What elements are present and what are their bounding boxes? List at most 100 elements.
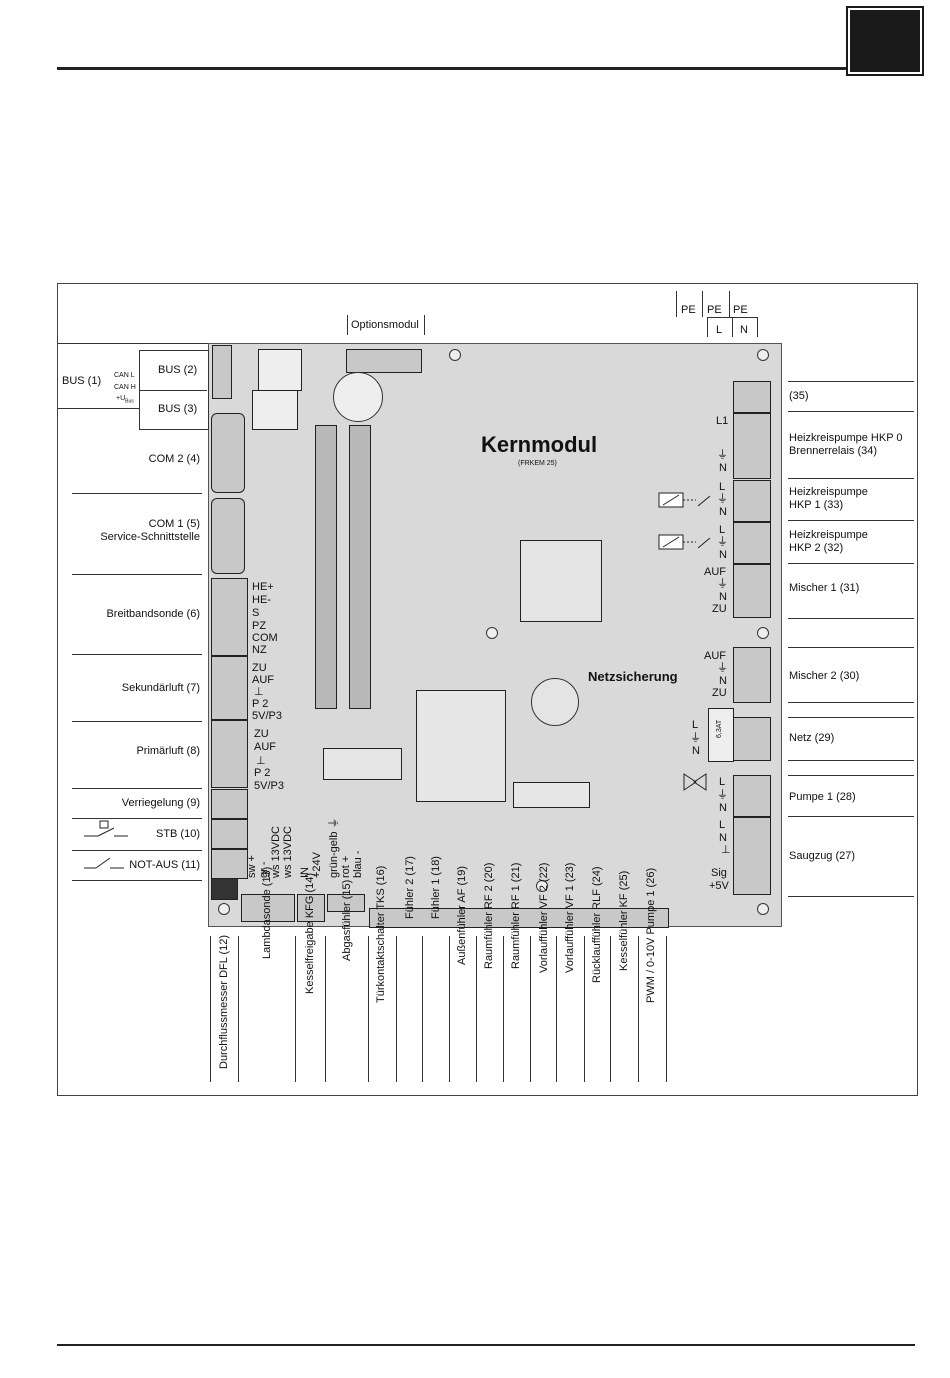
can-l-label: CAN L [114,372,135,379]
hkp1-label-a: Heizkreispumpe [789,486,868,498]
mount-hole [757,903,769,915]
netz-pin: N [692,745,700,757]
breitband-pin: HE+ [252,581,274,593]
hkp2-pin: N [719,549,727,561]
hkp0-connector [733,413,771,479]
sekundaer-connector [211,656,248,720]
r35-connector [733,381,771,413]
pe-label-1: PE [681,304,696,316]
mischer1-label: Mischer 1 (31) [789,582,860,594]
notaus-label: NOT-AUS (11) [129,859,200,871]
hkp2-pin: L [719,524,726,536]
service-label: Service-Schnittstelle [100,531,200,543]
stb-switch-symbol [84,820,128,837]
mischer2-pin: ⏚ [717,662,728,674]
r35-label: (35) [789,390,809,402]
bottom-label-abgas: Abgasfühler (15) [341,879,353,961]
stb-connector [211,819,248,849]
breitband-label: Breitbandsonde (6) [106,608,200,620]
lambda-pins: sw + gr - ws 13VDC ws 13VDC [246,826,306,891]
mount-hole [449,349,461,361]
sekundaer-pin: ZU [252,662,267,674]
hkp0-label-b: Brennerrelais (34) [789,445,878,457]
rj-jack-bus2 [258,349,302,391]
com1-sub-d [211,498,245,574]
mount-hole [218,903,230,915]
primaer-pin: AUF [254,741,276,753]
regulator [323,748,402,780]
optionsmodul-label: Optionsmodul [351,319,419,331]
mount-hole [536,880,548,892]
saugzug-connector [733,817,771,895]
heatsink [520,540,602,622]
board-subtitle: (FRKEM 25) [518,460,557,467]
mischer2-pin: N [719,675,727,687]
pe-label-3: PE [733,304,748,316]
options-slot [346,349,422,373]
primaer-pin: P 2 [254,767,271,779]
primaer-connector [211,720,248,788]
breitband-pin: COM [252,632,278,644]
netz-label: Netz (29) [789,732,835,744]
com1-label: COM 1 (5) [148,518,200,530]
fuse-rating: 6,3AT [716,719,723,738]
sekundaer-pin: P 2 [252,698,269,710]
bottom-label-kfg: Kesselfreigabe KFG (14) [304,872,316,994]
hkp0-pin: N [719,462,727,474]
mischer1-pin: N [719,591,727,603]
hkp2-connector [733,522,771,564]
bottom-label-vf2: Vorlauffühler VF 2 (22) [538,862,550,973]
com2-sub-d [211,413,245,493]
hkp0-pin: L1 [716,415,729,427]
saugzug-label: Saugzug (27) [789,850,856,862]
primaer-pin: ZU [254,728,269,740]
pe-label-2: PE [707,304,722,316]
board-title: Kernmodul [481,432,598,457]
rj-jack-bus3 [252,390,298,430]
netz-pin: ⏚ [690,732,701,744]
hkp1-connector [733,480,771,522]
hkp1-label-b: HKP 1 (33) [789,499,844,511]
diagram-frame [57,283,918,1096]
notaus-switch-symbol [84,857,124,869]
pumpe1-label: Pumpe 1 (28) [789,791,856,803]
saugzug-pin: Sig [711,867,727,879]
breitband-pin: PZ [252,620,267,632]
mount-hole [757,349,769,361]
capacitor [531,678,579,726]
saugzug-pin: L [719,819,726,831]
kfg-connector [297,894,325,922]
mount-hole [486,627,498,639]
bottom-label-rlf: Rücklauffühler RLF (24) [591,866,603,983]
abgas-pin: blau - [352,850,364,878]
breitband-connector [211,578,248,656]
lambda-pin: ws 13VDC [282,826,294,878]
hkp1-pin: N [719,506,727,518]
sekundaer-pin: AUF [252,674,274,686]
pumpe1-pin: N [719,802,727,814]
bottom-label-pwm: PWM / 0-10V Pumpe 1 (26) [645,867,657,1003]
sensor-terminal-strip [369,908,669,928]
verriegelung-label: Verriegelung (9) [121,797,200,809]
bottom-label-rf2: Raumfühler RF 2 (20) [483,862,495,969]
hkp1-pin: ⏚ [717,493,728,505]
abgas-connector [327,894,365,912]
hkp1-pin: L [719,481,726,493]
hkp2-pin: ⏚ [717,536,728,548]
hkp0-pin: ⏚ [717,449,728,461]
triac-symbol [683,773,707,791]
chapter-tab [846,6,924,76]
stb-label: STB (10) [155,828,200,840]
bottom-label-dfl: Durchflussmesser DFL (12) [218,934,230,1069]
pumpe1-connector [733,775,771,817]
bus3-label: BUS (3) [158,403,198,415]
battery [333,372,383,422]
header-rule [57,67,849,70]
fuse-label: Netzsicherung [588,669,678,684]
hkp2-label-b: HKP 2 (32) [789,542,844,554]
mischer2-pin: AUF [704,650,726,662]
bottom-label-af: Außenfühler AF (19) [456,865,468,965]
memory-slot-2 [349,425,371,709]
mischer2-label: Mischer 2 (30) [789,670,860,682]
n-label-top: N [740,324,748,336]
